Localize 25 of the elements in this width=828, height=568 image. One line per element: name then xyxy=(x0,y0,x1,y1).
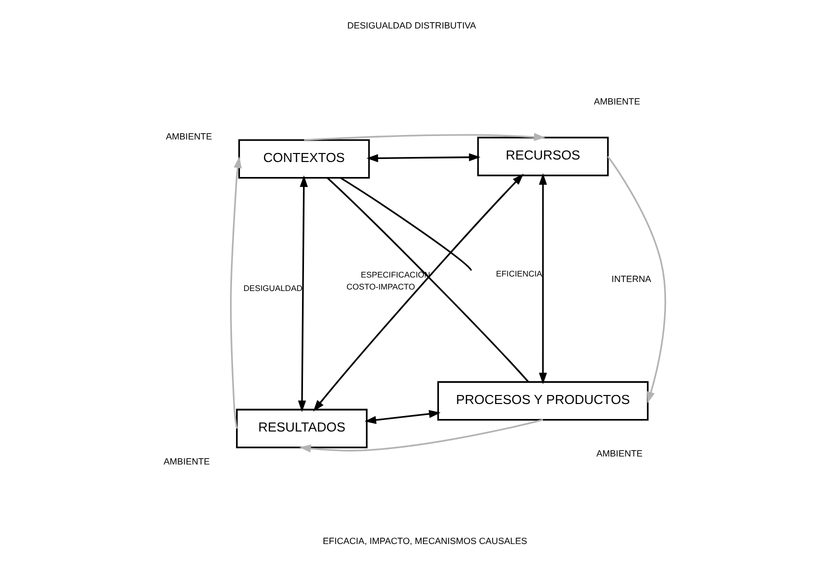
arrow xyxy=(538,173,546,384)
node-box: RESULTADOS xyxy=(236,408,368,448)
label: AMBIENTE xyxy=(165,131,212,142)
edge-label: COSTO-IMPACTO xyxy=(346,282,415,292)
label: AMBIENTE xyxy=(593,96,640,106)
connector xyxy=(326,177,529,382)
arrow xyxy=(304,132,545,142)
edge-label: DESIGUALDAD xyxy=(242,284,302,293)
label: DESIGUALDAD DISTRIBUTIVA xyxy=(346,20,476,30)
label: AMBIENTE xyxy=(163,456,210,466)
node-box: PROCESOS Y PRODUCTOS xyxy=(436,381,648,421)
label: AMBIENTE xyxy=(596,448,642,459)
node-box: CONTEXTOS xyxy=(238,139,370,179)
arrow xyxy=(298,419,543,452)
arrow xyxy=(606,156,666,404)
label: INTERNA xyxy=(611,274,651,284)
arrow xyxy=(364,410,440,424)
label: EFICACIA, IMPACTO, MECANISMOS CAUSALES xyxy=(322,536,527,546)
arrow xyxy=(298,175,308,412)
node-box: RECURSOS xyxy=(476,136,608,176)
connector xyxy=(340,177,472,271)
edge-label: EFICIENCIA xyxy=(496,270,542,279)
arrow xyxy=(312,174,524,412)
arrow xyxy=(366,153,480,162)
arrow xyxy=(230,156,242,429)
